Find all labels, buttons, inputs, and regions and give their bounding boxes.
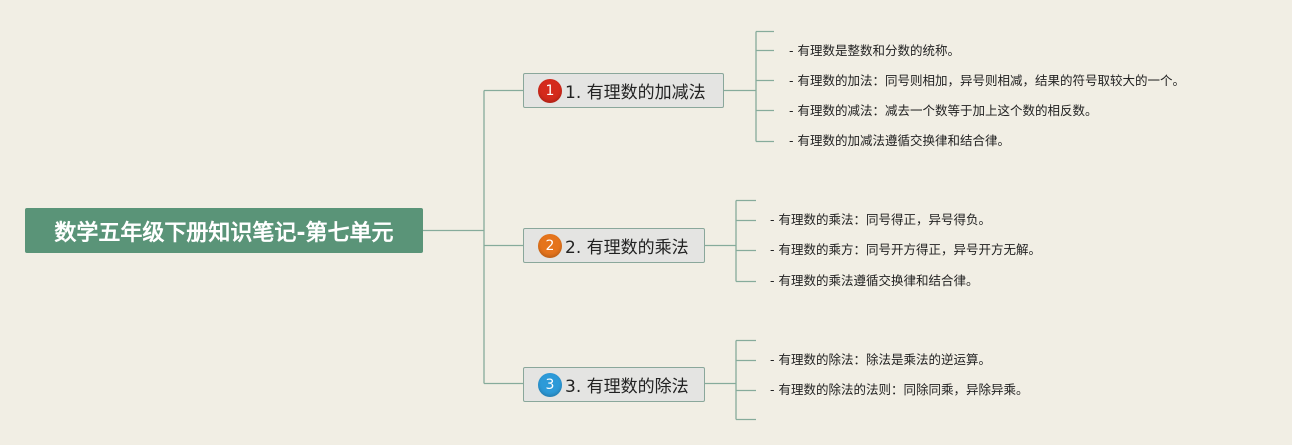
branch-1-item-1[interactable]: - 有理数是整数和分数的统称。: [789, 43, 960, 58]
number-badge-icon: 1: [538, 78, 562, 103]
branch-3-item-1[interactable]: - 有理数的除法：除法是乘法的逆运算。: [770, 352, 991, 367]
branch-topic-1[interactable]: 1 1. 有理数的加减法: [523, 73, 724, 108]
branch-topic-3[interactable]: 3 3. 有理数的除法: [523, 367, 705, 402]
root-topic-label: 数学五年级下册知识笔记-第七单元: [54, 220, 394, 246]
branch-2-item-3[interactable]: - 有理数的乘法遵循交换律和结合律。: [770, 273, 979, 288]
branch-topic-2[interactable]: 2 2. 有理数的乘法: [523, 228, 705, 263]
number-badge-icon: 2: [538, 233, 562, 258]
branch-2-item-2[interactable]: - 有理数的乘方：同号开方得正，异号开方无解。: [770, 242, 1041, 257]
branch-1-item-4[interactable]: - 有理数的加减法遵循交换律和结合律。: [789, 133, 1010, 148]
branch-1-item-3[interactable]: - 有理数的减法：减去一个数等于加上这个数的相反数。: [789, 103, 1098, 118]
branch-3-item-2[interactable]: - 有理数的除法的法则：同除同乘，异除异乘。: [770, 382, 1029, 397]
root-topic[interactable]: 数学五年级下册知识笔记-第七单元: [25, 208, 423, 253]
branch-topic-label: 1. 有理数的加减法: [565, 83, 706, 103]
number-badge-icon: 3: [538, 372, 562, 397]
branch-1-item-2[interactable]: - 有理数的加法：同号则相加，异号则相减，结果的符号取较大的一个。: [789, 73, 1185, 88]
branch-topic-label: 2. 有理数的乘法: [565, 238, 689, 258]
branch-2-item-1[interactable]: - 有理数的乘法：同号得正，异号得负。: [770, 212, 991, 227]
branch-topic-label: 3. 有理数的除法: [565, 377, 689, 397]
